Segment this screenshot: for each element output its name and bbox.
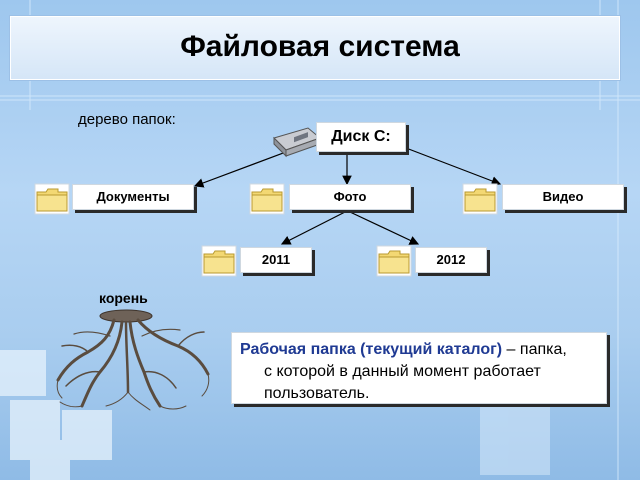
- tree-roots-illustration: [56, 309, 210, 411]
- working-folder-definition: Рабочая папка (текущий каталог) – папка,…: [231, 332, 607, 404]
- title-bar: [10, 16, 620, 80]
- root-caption: корень: [99, 290, 148, 306]
- folder-documents[interactable]: Документы: [72, 184, 194, 210]
- definition-text-line3: пользователь.: [264, 385, 370, 402]
- folder-icon: [462, 183, 498, 215]
- page-title: Файловая система: [180, 30, 460, 63]
- folder-photo[interactable]: Фото: [289, 184, 411, 210]
- disk-c-node[interactable]: Диск С:: [316, 122, 406, 152]
- folder-icon: [34, 183, 70, 215]
- arrow-to-2012: [349, 211, 420, 245]
- folder-video[interactable]: Видео: [502, 184, 624, 210]
- definition-term: Рабочая папка (текущий каталог): [240, 341, 503, 358]
- definition-text-line2: с которой в данный момент работает: [264, 363, 541, 380]
- definition-text-line1: – папка,: [502, 341, 567, 358]
- arrow-to-2011: [280, 211, 346, 245]
- folder-icon: [249, 183, 285, 215]
- folder-2011[interactable]: 2011: [240, 247, 312, 273]
- folder-icon: [201, 245, 237, 277]
- hard-drive-icon: [273, 127, 321, 158]
- folder-icon: [376, 245, 412, 277]
- folder-2012[interactable]: 2012: [415, 247, 487, 273]
- arrow-to-video: [405, 147, 502, 186]
- tree-caption: дерево папок:: [78, 111, 176, 128]
